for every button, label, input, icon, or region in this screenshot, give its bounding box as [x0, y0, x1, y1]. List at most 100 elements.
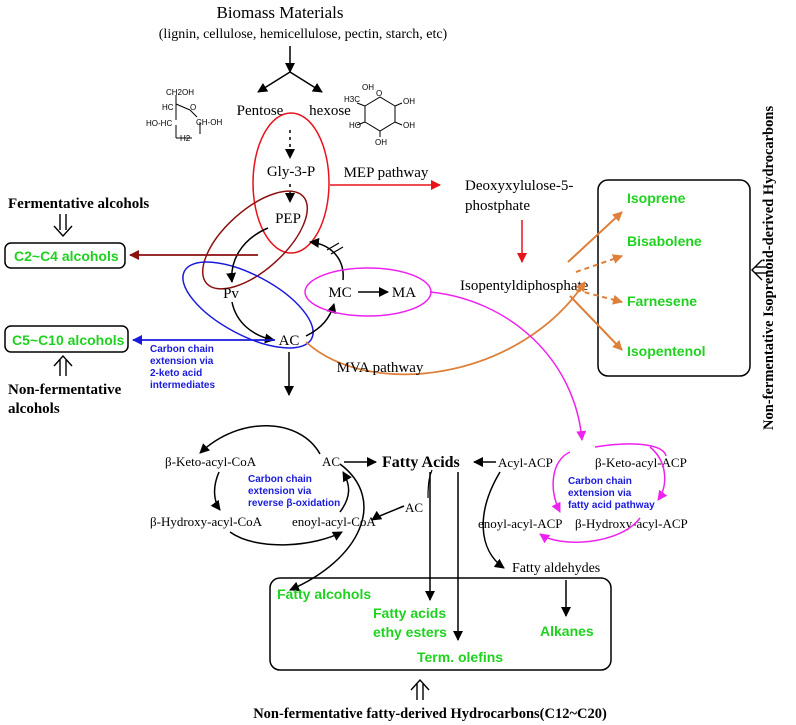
pentose-atom: H2 — [180, 134, 191, 143]
pv-label: Pv — [223, 286, 239, 302]
product-isoprene: Isoprene — [627, 190, 686, 206]
hollow-up-arrow — [410, 678, 430, 700]
pentose-atom: HC — [162, 103, 174, 112]
ac-label: AC — [279, 333, 300, 349]
mep-product-line1: Deoxyxylulose-5- — [465, 178, 573, 194]
product-olefins: Term. olefins — [417, 649, 503, 665]
pep-label: PEP — [275, 211, 301, 227]
inhibition-mark — [330, 246, 344, 255]
product-isopentenol: Isopentenol — [627, 343, 706, 359]
isoprenoid-side-label: Non-fermentative Isoprenoid-derived Hydr… — [761, 106, 777, 430]
mva-label: MVA pathway — [337, 360, 424, 376]
darkred-ellipse — [201, 190, 309, 290]
fa-ac-label: AC — [405, 500, 423, 515]
fa-note-line: Carbon chain — [568, 476, 632, 487]
subtitle: (lignin, cellulose, hemicellulose, pecti… — [159, 27, 448, 42]
ipp-to-isoprene-arrow — [567, 211, 623, 263]
keto-note-line: 2-keto acid — [150, 368, 202, 379]
fa-cycle-arrow-left — [551, 451, 571, 513]
fa-note-line: fatty acid pathway — [568, 500, 655, 511]
rb-note-line: Carbon chain — [248, 474, 312, 485]
pentose-atom: CH2OH — [166, 88, 194, 97]
ipp-to-farnesene-arrow — [575, 289, 623, 305]
hollow-left-arrow — [751, 259, 768, 281]
rb-enoyl-to-ac-arrow — [339, 471, 352, 513]
hollow-up-arrow — [53, 354, 73, 376]
rb-enoyl-label: enoyl-acyl-CoA — [292, 514, 376, 529]
ipp-to-bisabolene-arrow — [575, 254, 623, 273]
rb-keto-label: β-Keto-acyl-CoA — [165, 454, 257, 469]
nonfermentative-heading-line1: Non-fermentative — [8, 382, 122, 398]
pentose-label: Pentose — [237, 103, 284, 119]
hexose-atom: O — [376, 89, 382, 98]
red-ellipse — [252, 112, 330, 254]
enoyl-acp-label: enoyl-acyl-ACP — [478, 516, 562, 531]
nonfermentative-heading-line2: alcohols — [8, 401, 60, 417]
ma-to-fa-arrow — [429, 291, 587, 441]
keto-note-line: intermediates — [150, 380, 215, 391]
acyl-acp-to-aldehydes-arrow — [482, 471, 505, 569]
hexose-atom: H3C — [344, 95, 360, 104]
hexose-atom: OH — [403, 97, 415, 106]
title: Biomass Materials — [216, 3, 343, 22]
product-fatty-esters-line1: Fatty acids — [373, 605, 446, 621]
hollow-down-arrow — [53, 214, 73, 238]
ipp-to-isopentenol-arrow — [569, 295, 623, 351]
fa-cycle-top — [594, 443, 667, 457]
mc-to-pep-arrow — [309, 237, 344, 281]
fa-cycle-arrow-right — [649, 446, 668, 501]
rb-note-line: extension via — [248, 486, 312, 497]
acyl-acp-label: Acyl-ACP — [498, 455, 553, 470]
rb-note-line: reverse β-oxidation — [248, 498, 340, 509]
pentose-atom: O — [190, 103, 196, 112]
inhibition-mark — [326, 242, 340, 251]
fa-ac-to-enoyl-arrow — [371, 505, 405, 521]
rb-hydroxy-label: β-Hydroxy-acyl-CoA — [150, 514, 263, 529]
mep-label: MEP pathway — [344, 165, 429, 181]
ac-to-mc-arrow — [305, 303, 337, 337]
fatty-products-box — [269, 577, 612, 671]
hexose-atom: OH — [403, 121, 415, 130]
pep-to-pv-arrow — [226, 227, 269, 283]
keto-note-line: extension via — [150, 356, 214, 367]
keto-acp-label: β-Keto-acyl-ACP — [595, 455, 687, 470]
hexose-atom: OH — [375, 138, 387, 147]
product-fatty-alcohols: Fatty alcohols — [277, 586, 371, 602]
mep-product-line2: phostphate — [465, 198, 530, 214]
to-hexose-arrow — [289, 71, 323, 93]
hexose-label: hexose — [309, 103, 351, 119]
g3p-label: Gly-3-P — [267, 164, 315, 180]
footer-label: Non-fermentative fatty-derived Hydrocarb… — [253, 706, 607, 722]
fa-cycle-arrow-bottom — [539, 517, 641, 544]
hexose-atom: HO — [349, 121, 361, 130]
aldehydes-label: Fatty aldehydes — [512, 561, 600, 576]
rb-ac-to-keto-arrow — [199, 425, 321, 455]
c5c10-label: C5~C10 alcohols — [12, 332, 125, 348]
rb-hydroxy-to-enoyl-arrow — [229, 531, 343, 546]
pentose-structure — [175, 95, 201, 139]
hexose-structure — [356, 96, 403, 137]
product-fatty-esters-line2: ethy esters — [373, 624, 447, 640]
pentose-atom: HO-HC — [146, 119, 172, 128]
fa-note-line: extension via — [568, 488, 632, 499]
ipp-label: Isopentyldiphosphate — [460, 278, 589, 294]
pentose-atom: CH-OH — [196, 118, 222, 127]
product-farnesene: Farnesene — [627, 293, 697, 309]
product-bisabolene: Bisabolene — [627, 233, 702, 249]
ma-label: MA — [392, 285, 416, 301]
blue-ellipse — [182, 261, 314, 349]
hydroxy-acp-label: β-Hydroxy-acyl-ACP — [575, 516, 688, 531]
hexose-atom: OH — [362, 83, 374, 92]
fermentative-heading: Fermentative alcohols — [8, 196, 149, 212]
isoprenoid-box — [597, 179, 751, 377]
mva-arrow — [305, 281, 586, 376]
pv-to-ac-arrow — [231, 301, 275, 344]
product-alkanes: Alkanes — [540, 623, 594, 639]
keto-note-line: Carbon chain — [150, 344, 214, 355]
rb-ac-label: AC — [322, 454, 340, 469]
c2c4-box — [4, 242, 126, 269]
mc-label: MC — [328, 285, 351, 301]
fatty-acids-label: Fatty Acids — [382, 454, 460, 471]
to-pentose-arrow — [257, 71, 291, 93]
